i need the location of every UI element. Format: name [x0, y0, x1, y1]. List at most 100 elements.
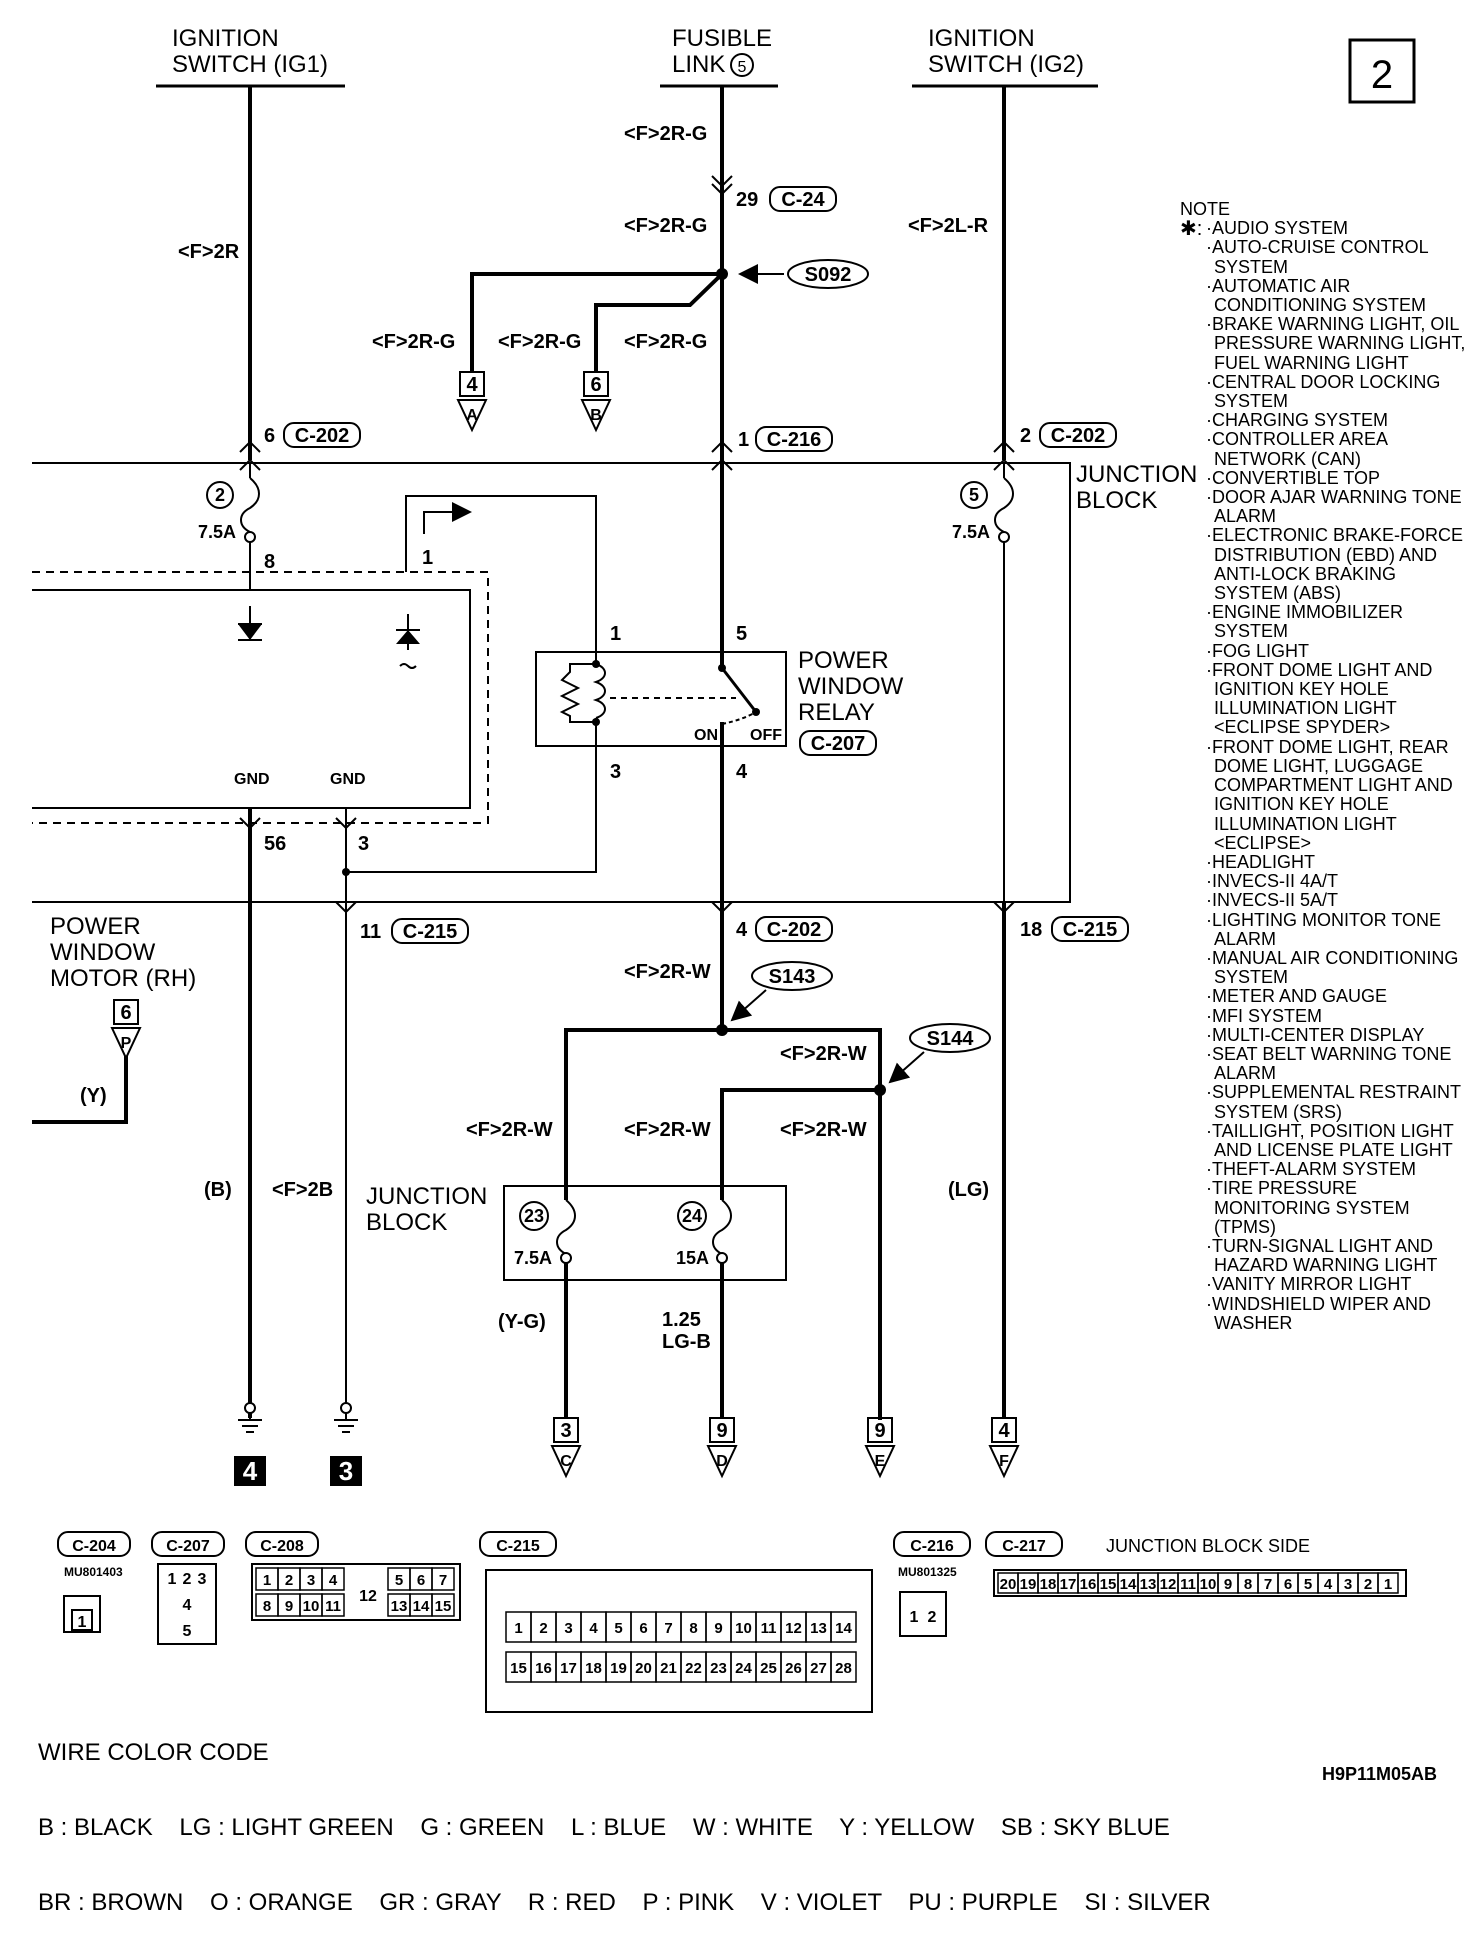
- svg-text:SWITCH (IG2): SWITCH (IG2): [928, 51, 1084, 78]
- c215-pin: 23: [710, 1660, 727, 1677]
- svg-text:8: 8: [264, 551, 275, 573]
- wires: [32, 86, 1071, 1420]
- page-number-box: 2: [1348, 38, 1416, 104]
- c217-pin: 16: [1080, 1576, 1097, 1593]
- svg-text:POWER: POWER: [50, 913, 141, 940]
- svg-text:GND: GND: [330, 771, 366, 788]
- note-item: ·INVECS-II 4A/T: [1206, 871, 1339, 892]
- svg-text:IGNITION: IGNITION: [172, 25, 279, 52]
- svg-text:FUSIBLE: FUSIBLE: [672, 25, 772, 52]
- svg-text:<F>2R-W: <F>2R-W: [624, 1119, 711, 1141]
- c208-pin: 2: [285, 1572, 293, 1589]
- note-item: ·AUTOMATIC AIR CONDITIONING SYSTEM: [1206, 275, 1427, 316]
- c215-pin: 2: [539, 1620, 547, 1637]
- svg-text:<F>2R-W: <F>2R-W: [780, 1119, 867, 1141]
- svg-text:<F>2R-G: <F>2R-G: [624, 215, 707, 237]
- offpage-f: 4 F: [988, 1417, 1020, 1479]
- note-item: ·INVECS-II 5A/T: [1206, 890, 1339, 911]
- wiring-diagram: 2 IGNITION SWITCH (IG1) FUSIBLE LINK 5 I…: [32, 25, 1416, 1713]
- c208-pin: 1: [263, 1572, 271, 1589]
- svg-text:GND: GND: [234, 771, 270, 788]
- svg-text:6: 6: [264, 425, 275, 447]
- svg-text:D: D: [716, 1453, 728, 1470]
- c217-pin: 5: [1304, 1576, 1312, 1593]
- c215-pin: 18: [585, 1660, 602, 1677]
- svg-text:4: 4: [736, 919, 748, 941]
- svg-text:(B): (B): [204, 1179, 232, 1201]
- svg-text:JUNCTION: JUNCTION: [366, 1183, 487, 1210]
- svg-text:7.5A: 7.5A: [514, 1248, 552, 1268]
- note-item: ·WINDSHIELD WIPER AND WASHER: [1206, 1293, 1432, 1333]
- c217-pin: 8: [1244, 1576, 1252, 1593]
- note-item: ·TAILLIGHT, POSITION LIGHT AND LICENSE P…: [1206, 1120, 1454, 1160]
- c215-pin: 24: [735, 1660, 752, 1677]
- svg-text:(Y-G): (Y-G): [498, 1311, 546, 1333]
- svg-text:4: 4: [183, 1597, 192, 1614]
- splice-dots: [342, 268, 886, 1096]
- svg-text:<F>2R-W: <F>2R-W: [780, 1043, 867, 1065]
- svg-text:<F>2R-G: <F>2R-G: [624, 123, 707, 145]
- c208-pin: 13: [391, 1598, 408, 1615]
- wire-color-title: WIRE COLOR CODE: [38, 1739, 269, 1766]
- c215-pin: 26: [785, 1660, 802, 1677]
- svg-text:9: 9: [716, 1420, 727, 1442]
- svg-text:ON: ON: [694, 727, 718, 744]
- svg-text:B: B: [590, 407, 602, 424]
- c208-pin: 11: [325, 1598, 341, 1615]
- c215-pin: 14: [835, 1620, 852, 1637]
- svg-text:MU801403: MU801403: [64, 1565, 123, 1579]
- ig2-source: IGNITION SWITCH (IG2): [912, 25, 1098, 88]
- svg-text:RELAY: RELAY: [798, 699, 875, 726]
- svg-text:S144: S144: [927, 1028, 975, 1050]
- svg-text:LINK: LINK: [672, 51, 725, 78]
- note-item: ·THEFT-ALARM SYSTEM: [1206, 1159, 1417, 1180]
- svg-text:3: 3: [560, 1420, 571, 1442]
- c217-pin: 11: [1180, 1576, 1196, 1593]
- c215-pin: 22: [685, 1660, 702, 1677]
- note-item: ·TURN-SIGNAL LIGHT AND HAZARD WARNING LI…: [1206, 1235, 1438, 1276]
- svg-text:JUNCTION: JUNCTION: [1076, 461, 1197, 488]
- svg-text:5: 5: [183, 1623, 192, 1640]
- svg-text:1: 1: [422, 547, 433, 569]
- svg-text:C-207: C-207: [811, 733, 865, 755]
- svg-text:12: 12: [359, 1588, 377, 1605]
- offpage-c: 3 C: [550, 1417, 582, 1479]
- note-item: ·HEADLIGHT: [1206, 851, 1316, 872]
- c217-pin: 15: [1100, 1576, 1117, 1593]
- connector-chevrons: [239, 175, 1015, 914]
- c217-pin: 4: [1324, 1576, 1333, 1593]
- svg-text:3: 3: [358, 833, 369, 855]
- svg-text:7.5A: 7.5A: [198, 522, 236, 542]
- svg-text:IGNITION: IGNITION: [928, 25, 1035, 52]
- c217-pin-cell: [1377, 1572, 1399, 1594]
- svg-text:2: 2: [215, 485, 225, 505]
- note-item: ·AUDIO SYSTEM: [1206, 218, 1349, 239]
- offpage-e: 9 E: [864, 1417, 896, 1479]
- wire-color-row2: BR : BROWN O : ORANGE GR : GRAY R : RED …: [38, 1889, 1211, 1916]
- svg-text:C-208: C-208: [260, 1538, 304, 1555]
- c215-pin: 6: [639, 1620, 647, 1637]
- c208-pin: 4: [329, 1572, 338, 1589]
- note-item: ·CONTROLLER AREA NETWORK (CAN): [1206, 429, 1388, 469]
- svg-text:1: 1: [78, 1614, 87, 1631]
- c215-pin: 3: [564, 1620, 572, 1637]
- svg-text:9: 9: [874, 1420, 885, 1442]
- svg-text:24: 24: [682, 1206, 702, 1226]
- note-item: ·MFI SYSTEM: [1206, 1005, 1322, 1026]
- offpage-d: 9 D: [706, 1417, 738, 1479]
- svg-text:S143: S143: [769, 966, 816, 988]
- ground-symbols: [238, 1402, 358, 1433]
- c215-pin: 17: [560, 1660, 577, 1677]
- svg-text:(Y): (Y): [80, 1085, 107, 1107]
- c217-pin: 20: [1000, 1576, 1017, 1593]
- c215-pin: 7: [664, 1620, 672, 1637]
- svg-text:23: 23: [524, 1206, 544, 1226]
- svg-text:2: 2: [928, 1609, 937, 1626]
- svg-text:C-215: C-215: [496, 1538, 540, 1555]
- note-item: ·TIRE PRESSURE MONITORING SYSTEM (TPMS): [1206, 1178, 1410, 1237]
- svg-text:C-24: C-24: [781, 189, 825, 211]
- block-labels: JUNCTION BLOCK POWER WINDOW RELAY POWER …: [50, 461, 1197, 1236]
- c215-pin: 25: [760, 1660, 777, 1677]
- c208-pin: 7: [439, 1572, 447, 1589]
- offpage-b: 6 B: [580, 371, 612, 433]
